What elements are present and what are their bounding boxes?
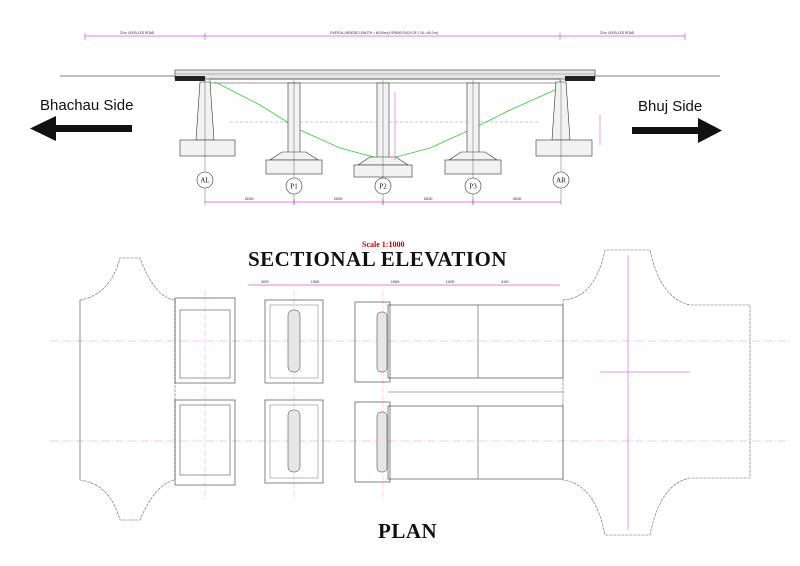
abutment-al — [179, 80, 236, 205]
pier-p3 — [444, 80, 502, 205]
abutment-ar — [535, 80, 593, 205]
plan-dim-5: 6100 — [501, 280, 508, 284]
span-dim-1: 15000 — [245, 197, 254, 201]
span-dim-3: 15000 — [424, 197, 433, 201]
left-approach-slab — [175, 76, 205, 81]
plan-dim-2: 11500 — [311, 280, 320, 284]
bhachau-side-label: Bhachau Side — [40, 97, 134, 114]
right-road-junction — [562, 249, 751, 536]
left-arrow-icon — [30, 116, 132, 141]
support-label-p2: P2 — [379, 183, 387, 191]
left-road-junction — [79, 257, 176, 521]
right-arrow-icon — [632, 118, 722, 143]
plan-dim-3: 14900 — [391, 280, 400, 284]
bridge-deck — [174, 69, 596, 80]
plan-footing-p2-lower — [354, 401, 391, 483]
plan-footing-p1-upper — [264, 299, 324, 384]
bhuj-side-label: Bhuj Side — [638, 98, 703, 115]
span-dim-2: 15000 — [334, 197, 343, 201]
scale-label: Scale 1:1000 — [362, 240, 405, 249]
plan-footing-al-upper — [174, 297, 236, 384]
right-approach-slab — [565, 76, 595, 81]
sectional-elevation: 20 m LEVELLED ROAD OVER ALL BRIDGE LENGT… — [30, 31, 722, 205]
plan-title: PLAN — [378, 519, 438, 543]
support-label-p3: P3 — [469, 183, 477, 191]
plan-footing-al-lower — [174, 399, 236, 486]
pier-p1 — [265, 80, 323, 205]
top-right-note: 20 m LEVELLED ROAD — [600, 31, 635, 35]
support-label-ar: AR — [556, 177, 566, 185]
plan-view: 6000 11500 14900 11000 6100 — [50, 249, 790, 536]
elevation-title: SECTIONAL ELEVATION — [248, 247, 508, 271]
plan-footing-p2-upper — [354, 301, 391, 383]
plan-dim-4: 11000 — [446, 280, 455, 284]
support-label-p1: P1 — [290, 183, 298, 191]
plan-footing-p1-lower — [264, 399, 324, 484]
top-left-note: 20 m LEVELLED ROAD — [120, 31, 155, 35]
pier-p2 — [353, 80, 413, 205]
plan-dim-1: 6000 — [261, 280, 268, 284]
span-dim-4: 15000 — [513, 197, 522, 201]
support-label-al: AL — [200, 177, 209, 185]
top-center-note: OVER ALL BRIDGE LENGTH = 60.00m (4 SPANS… — [330, 31, 438, 35]
plan-deck-upper — [387, 304, 564, 379]
plan-deck-lower — [387, 405, 564, 480]
